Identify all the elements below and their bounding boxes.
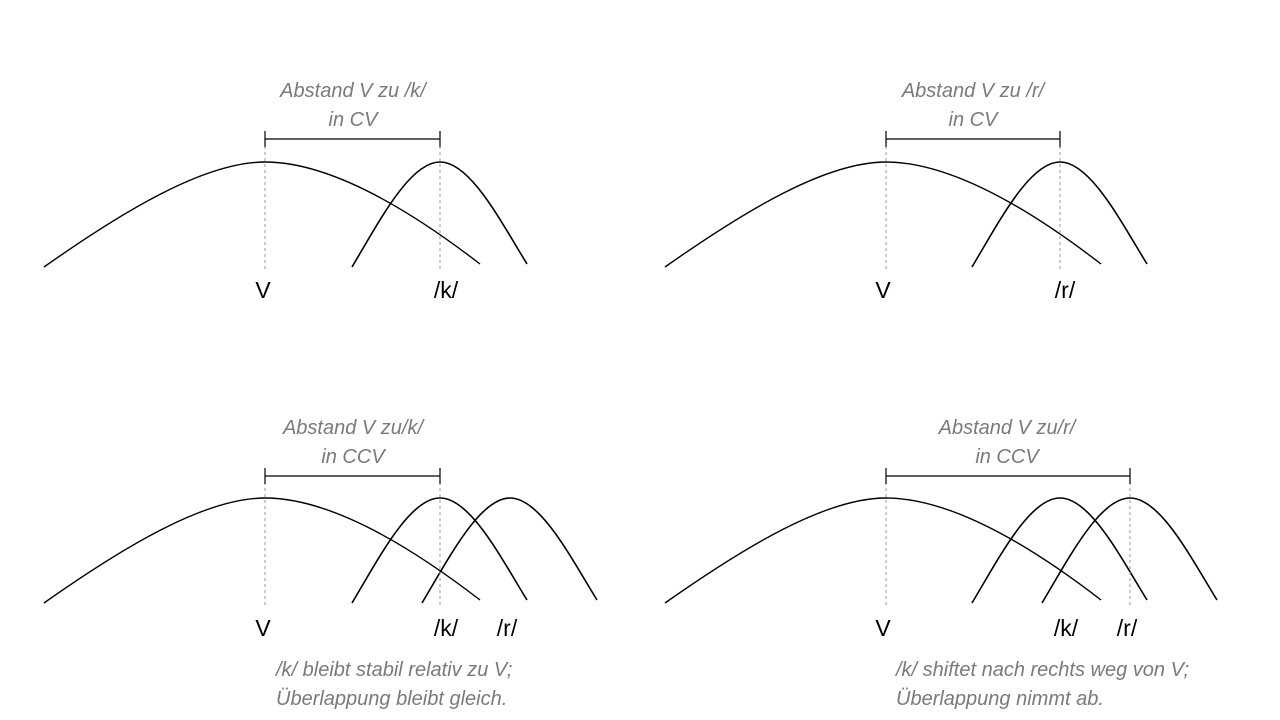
label-v: V <box>255 615 271 641</box>
label-k: /k/ <box>434 277 459 303</box>
annotation-line-2: in CCV <box>321 446 386 468</box>
vowel-gesture-curve <box>43 497 481 604</box>
vowel-gesture-curve <box>43 161 481 268</box>
panel-ccv-r: Abstand V zu/r/ in CCV V /k/ /r/ /k/ shi… <box>664 417 1218 710</box>
annotation-line-2: in CCV <box>975 446 1040 468</box>
panel-ccv-k: Abstand V zu/k/ in CCV V /k/ /r/ /k/ ble… <box>43 417 598 710</box>
label-r: /r/ <box>1055 277 1076 303</box>
panel-cv-k: Abstand V zu /k/ in CV V /k/ <box>43 80 528 303</box>
label-k: /k/ <box>434 615 459 641</box>
label-v: V <box>255 277 271 303</box>
vowel-gesture-curve <box>664 497 1102 604</box>
annotation-line-1: Abstand V zu /k/ <box>279 80 428 102</box>
label-r: /r/ <box>497 615 518 641</box>
consonant-k-gesture-curve <box>351 497 528 604</box>
distance-bracket <box>885 131 1061 147</box>
caption-line-1: /k/ bleibt stabil relativ zu V; <box>274 659 512 681</box>
distance-bracket <box>264 468 441 484</box>
label-v: V <box>875 615 891 641</box>
label-k: /k/ <box>1054 615 1079 641</box>
consonant-r-gesture-curve <box>421 497 598 604</box>
annotation-line-1: Abstand V zu /r/ <box>901 80 1047 102</box>
panel-cv-r: Abstand V zu /r/ in CV V /r/ <box>664 80 1148 303</box>
label-v: V <box>875 277 891 303</box>
distance-bracket <box>264 131 441 147</box>
annotation-line-1: Abstand V zu/r/ <box>938 417 1078 439</box>
annotation-line-1: Abstand V zu/k/ <box>282 417 426 439</box>
caption-line-2: Überlappung nimmt ab. <box>896 688 1104 710</box>
label-r: /r/ <box>1117 615 1138 641</box>
consonant-r-gesture-curve <box>1041 497 1218 604</box>
consonant-k-gesture-curve <box>971 497 1148 604</box>
vowel-gesture-curve <box>664 161 1102 268</box>
annotation-line-2: in CV <box>949 109 1000 131</box>
distance-bracket <box>885 468 1131 484</box>
annotation-line-2: in CV <box>329 109 380 131</box>
consonant-k-gesture-curve <box>351 161 528 268</box>
caption-line-1: /k/ shiftet nach rechts weg von V; <box>894 659 1189 681</box>
consonant-r-gesture-curve <box>971 161 1148 268</box>
caption-line-2: Überlappung bleibt gleich. <box>276 688 507 710</box>
